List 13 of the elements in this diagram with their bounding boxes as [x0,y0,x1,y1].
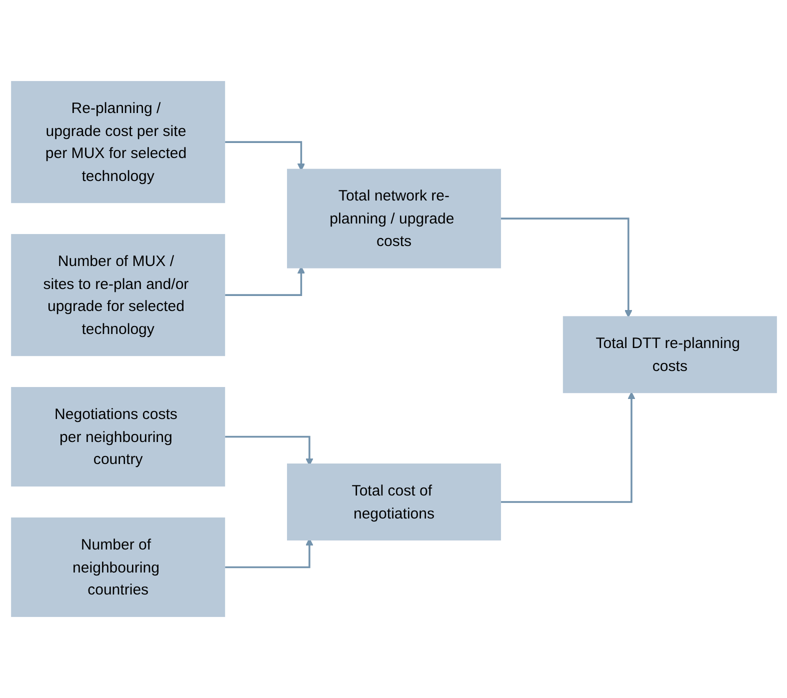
node-box: Total DTT re-planning costs [562,316,776,394]
arrow [224,538,313,568]
node-box: Negotiations costs per neighbouring country [10,387,225,487]
node-box: Total cost of negotiations [286,464,500,540]
arrow [500,218,632,318]
arrow [224,141,305,171]
arrow [500,392,635,503]
node-box: Number of neighbouring countries [10,517,225,617]
arrow [224,436,313,466]
node-box: Number of MUX / sites to re-plan and/or upgrade for selected technology [10,234,225,356]
node-box: Total network re-planning / upgrade costs [286,168,500,268]
node-box: Re-planning / upgrade cost per site per MUX for selected technology [10,81,225,204]
arrow [224,266,305,296]
